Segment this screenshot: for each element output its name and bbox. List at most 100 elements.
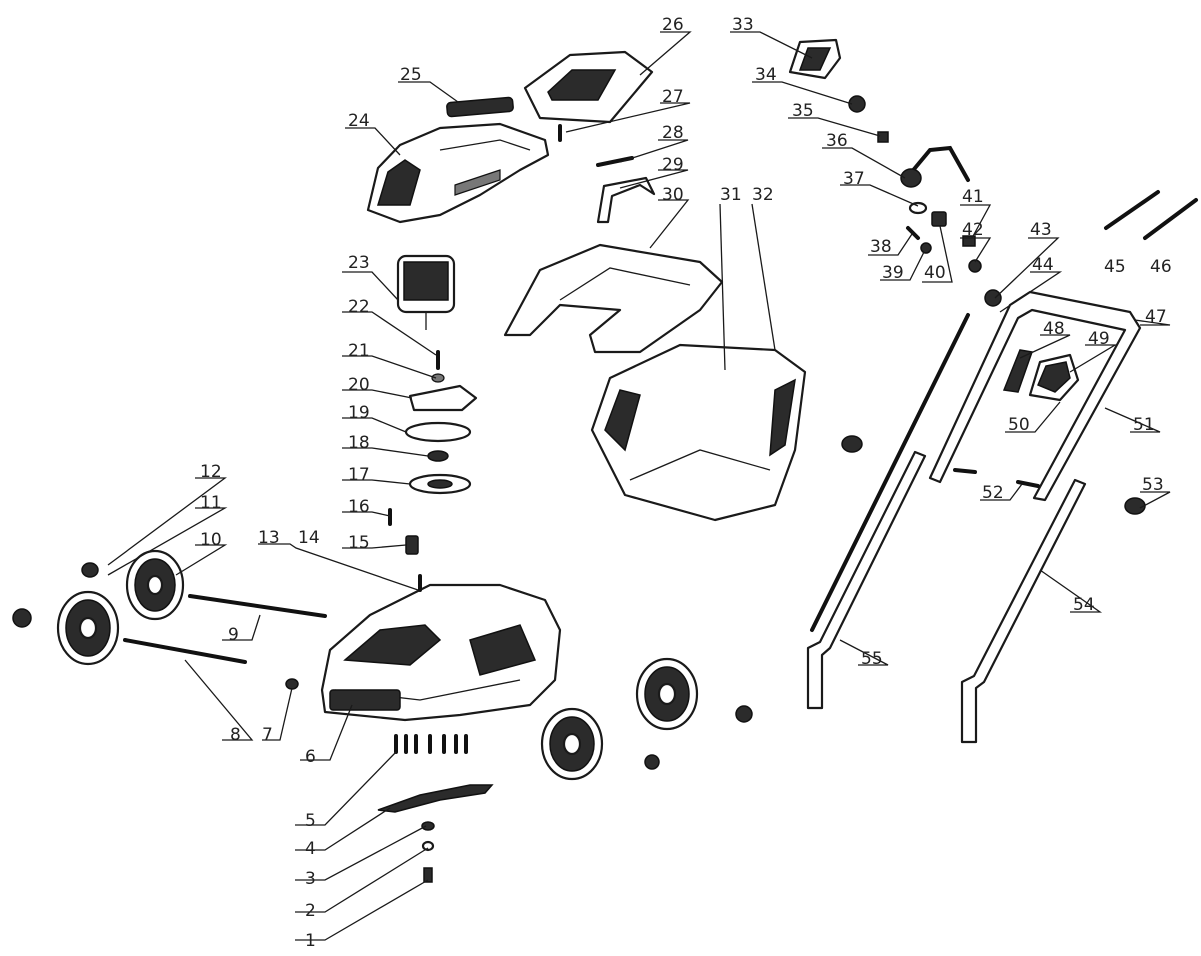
callout-23: 23 bbox=[348, 253, 370, 273]
callout-44: 44 bbox=[1032, 255, 1054, 275]
callout-15: 15 bbox=[348, 533, 370, 553]
rear-wheel-left bbox=[56, 590, 120, 666]
lower-handle-55 bbox=[806, 450, 927, 710]
handle-switch-48 bbox=[1002, 349, 1034, 393]
callout-40: 40 bbox=[924, 263, 946, 283]
wheel-nut-left bbox=[12, 608, 32, 628]
cable-clip bbox=[962, 235, 976, 247]
knob-left bbox=[841, 435, 863, 453]
callout-32: 32 bbox=[752, 185, 774, 205]
callout-2: 2 bbox=[305, 901, 316, 921]
lower-handle-54 bbox=[960, 478, 1087, 744]
bolt-7 bbox=[285, 678, 299, 690]
callout-30: 30 bbox=[662, 185, 684, 205]
callout-33: 33 bbox=[732, 15, 754, 35]
mower-deck bbox=[320, 583, 562, 722]
callout-45: 45 bbox=[1104, 257, 1126, 277]
callout-54: 54 bbox=[1073, 595, 1095, 615]
callout-29: 29 bbox=[662, 155, 684, 175]
carry-handle bbox=[596, 176, 656, 224]
rear-wheel-right bbox=[125, 549, 185, 621]
callout-14: 14 bbox=[298, 528, 320, 548]
callout-6: 6 bbox=[305, 747, 316, 767]
blade bbox=[377, 784, 494, 813]
cable-46 bbox=[1143, 198, 1198, 240]
callout-20: 20 bbox=[348, 375, 370, 395]
bushing bbox=[405, 535, 419, 555]
knob-53 bbox=[1124, 497, 1146, 515]
callout-11: 11 bbox=[200, 493, 222, 513]
callout-43: 43 bbox=[1030, 220, 1052, 240]
motor bbox=[396, 254, 456, 330]
wheel-nut-front-1 bbox=[735, 705, 753, 723]
callout-4: 4 bbox=[305, 839, 316, 859]
knob-43 bbox=[984, 289, 1002, 307]
blade-washer-3 bbox=[421, 840, 435, 852]
callout-24: 24 bbox=[348, 111, 370, 131]
axle-9 bbox=[188, 594, 327, 618]
callout-13: 13 bbox=[258, 528, 280, 548]
wheel-nut-12 bbox=[81, 562, 99, 578]
grass-box bbox=[590, 343, 807, 522]
switch-lever bbox=[903, 145, 970, 182]
clip-block bbox=[931, 211, 947, 227]
callout-19: 19 bbox=[348, 403, 370, 423]
washer-21 bbox=[431, 373, 445, 383]
callout-47: 47 bbox=[1145, 307, 1167, 327]
callout-21: 21 bbox=[348, 341, 370, 361]
callout-52: 52 bbox=[982, 483, 1004, 503]
callout-48: 48 bbox=[1043, 319, 1065, 339]
front-wheel-right bbox=[635, 657, 699, 731]
screw-set-5 bbox=[394, 734, 468, 754]
callout-7: 7 bbox=[262, 725, 273, 745]
callout-46: 46 bbox=[1150, 257, 1172, 277]
callout-31: 31 bbox=[720, 185, 742, 205]
grass-box-lid bbox=[523, 50, 654, 124]
bearing bbox=[427, 450, 449, 462]
callout-36: 36 bbox=[826, 131, 848, 151]
pin-38 bbox=[906, 226, 920, 240]
callout-38: 38 bbox=[870, 237, 892, 257]
switch-clip bbox=[877, 131, 889, 143]
bolt-52 bbox=[1016, 480, 1040, 488]
callout-41: 41 bbox=[962, 187, 984, 207]
axle-8 bbox=[123, 638, 247, 664]
callout-3: 3 bbox=[305, 869, 316, 889]
callout-49: 49 bbox=[1088, 329, 1110, 349]
nut-40 bbox=[920, 242, 932, 254]
callout-27: 27 bbox=[662, 87, 684, 107]
wheel-nut-front-2 bbox=[644, 754, 660, 770]
callout-50: 50 bbox=[1008, 415, 1030, 435]
callout-10: 10 bbox=[200, 530, 222, 550]
callout-5: 5 bbox=[305, 811, 316, 831]
seal-ring bbox=[404, 421, 472, 443]
bail-rod bbox=[810, 313, 970, 632]
o-ring bbox=[908, 201, 928, 215]
callout-26: 26 bbox=[662, 15, 684, 35]
callout-8: 8 bbox=[230, 725, 241, 745]
vent-grille bbox=[446, 96, 514, 118]
switch-knob bbox=[848, 95, 866, 113]
callout-16: 16 bbox=[348, 497, 370, 517]
callout-35: 35 bbox=[792, 101, 814, 121]
cable-45 bbox=[1104, 190, 1160, 230]
callout-53: 53 bbox=[1142, 475, 1164, 495]
motor-cover bbox=[366, 122, 550, 224]
callout-55: 55 bbox=[861, 649, 883, 669]
callout-39: 39 bbox=[882, 263, 904, 283]
callout-25: 25 bbox=[400, 65, 422, 85]
callout-42: 42 bbox=[962, 220, 984, 240]
callout-37: 37 bbox=[843, 169, 865, 189]
leader-lines bbox=[107, 31, 1171, 941]
callout-28: 28 bbox=[662, 123, 684, 143]
callout-34: 34 bbox=[755, 65, 777, 85]
callout-1: 1 bbox=[305, 931, 316, 951]
blade-washer-4 bbox=[421, 821, 435, 831]
callout-17: 17 bbox=[348, 465, 370, 485]
bolt-left bbox=[953, 468, 977, 474]
callout-12: 12 bbox=[200, 462, 222, 482]
blade-bolt bbox=[423, 867, 433, 883]
callout-9: 9 bbox=[228, 625, 239, 645]
callout-labels: 1 2 3 4 5 6 7 8 9 10 11 12 13 14 15 16 1… bbox=[200, 15, 1172, 951]
